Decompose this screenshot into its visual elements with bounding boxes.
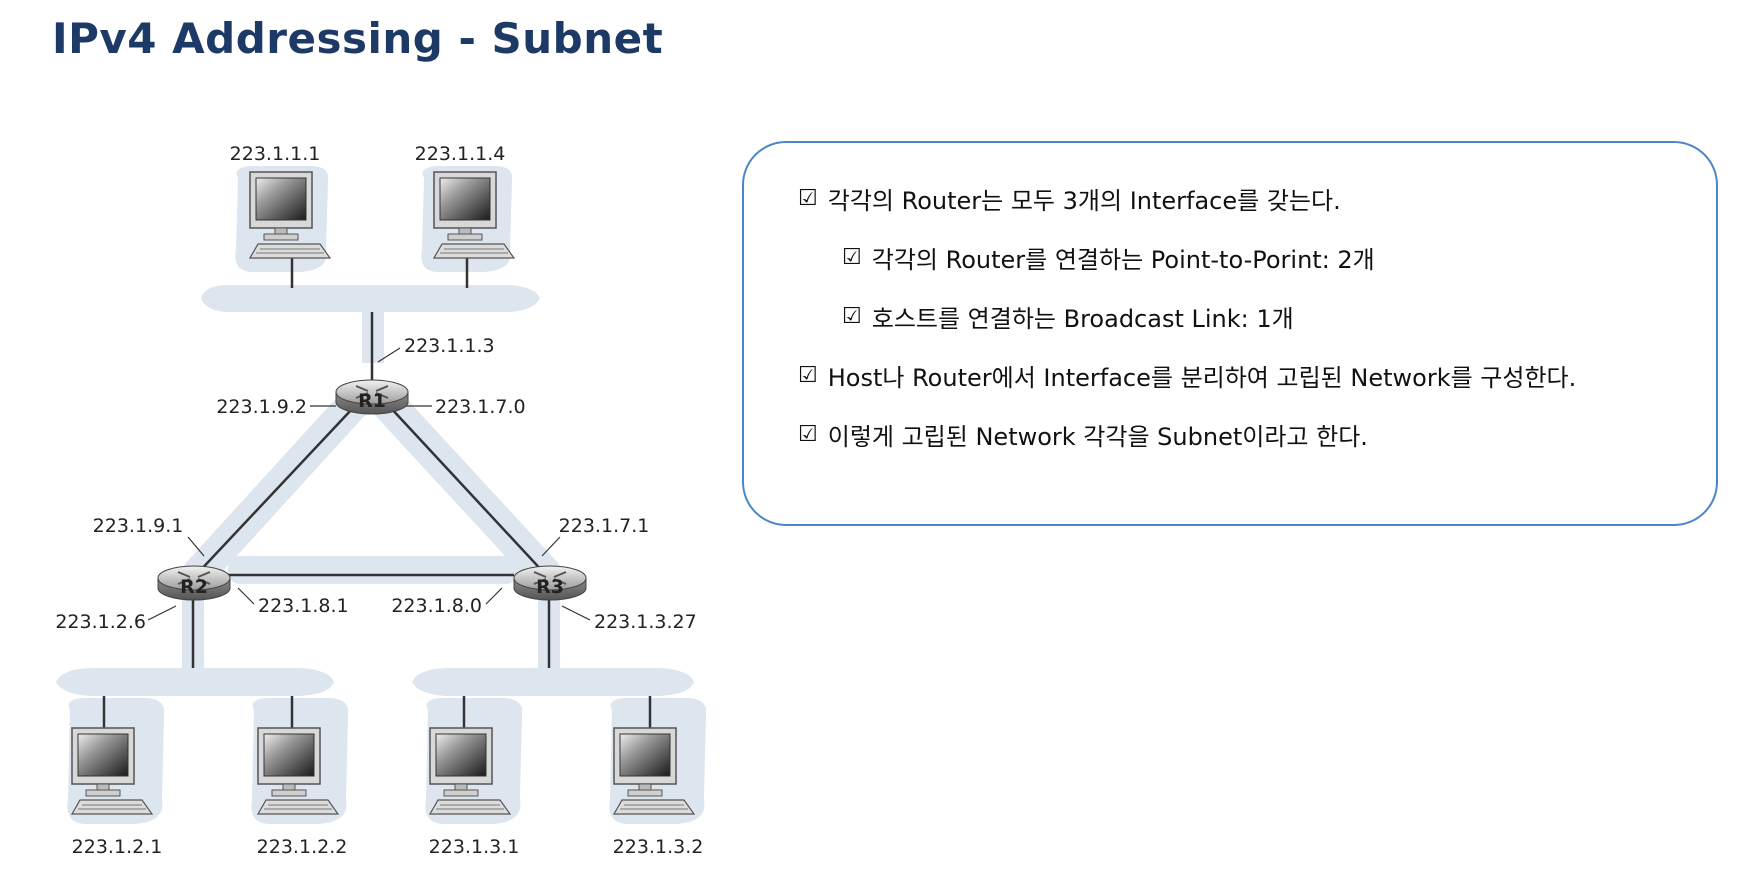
label-leaders (147, 347, 591, 621)
link-r1-r2 (195, 391, 369, 576)
router-r2-label: R2 (180, 576, 208, 598)
host-ip-label: 223.1.1.1 (230, 143, 321, 165)
info-bullet-text: 이렇게 고립된 Network 각각을 Subnet이라고 한다. (827, 422, 1368, 451)
checkbox-checked-icon: ☑ (842, 303, 862, 329)
interface-ip-label: 223.1.7.1 (559, 515, 650, 537)
host-ip-label: 223.1.3.2 (613, 836, 704, 858)
info-bullet-text: 각각의 Router는 모두 3개의 Interface를 갖는다. (827, 186, 1341, 215)
links (102, 258, 652, 728)
router-r1-label: R1 (358, 390, 386, 412)
network-diagram: R1 R2 R3 223.1.1.1 223.1.1.4 223.1.2.1 2… (55, 143, 707, 858)
subnet-blob-r2-r3 (228, 556, 518, 584)
info-bullet: ☑ 호스트를 연결하는 Broadcast Link: 1개 (744, 301, 1716, 333)
interface-ip-label: 223.1.8.0 (391, 595, 482, 617)
host-ip-label: 223.1.3.1 (429, 836, 520, 858)
interface-ip-label: 223.1.3.27 (594, 611, 697, 633)
checkbox-checked-icon: ☑ (842, 244, 862, 270)
info-bullet-text: 각각의 Router를 연결하는 Point-to-Porint: 2개 (871, 245, 1375, 274)
info-bullet: ☑ 이렇게 고립된 Network 각각을 Subnet이라고 한다. (744, 419, 1716, 451)
info-box: ☑ 각각의 Router는 모두 3개의 Interface를 갖는다. ☑ 각… (742, 141, 1718, 526)
host-ip-label: 223.1.2.2 (257, 836, 348, 858)
interface-ip-label: 223.1.1.3 (404, 335, 495, 357)
info-bullet-text: Host나 Router에서 Interface를 분리하여 고립된 Netwo… (827, 363, 1577, 392)
interface-ip-label: 223.1.7.0 (435, 396, 526, 418)
info-bullet-text: 호스트를 연결하는 Broadcast Link: 1개 (871, 304, 1294, 333)
checkbox-checked-icon: ☑ (798, 362, 818, 388)
checkbox-checked-icon: ☑ (798, 185, 818, 211)
info-bullet: ☑ 각각의 Router는 모두 3개의 Interface를 갖는다. (744, 183, 1716, 215)
host-ip-label: 223.1.2.1 (72, 836, 163, 858)
interface-ip-label: 223.1.9.2 (216, 396, 307, 418)
interface-ip-label: 223.1.8.1 (258, 595, 349, 617)
link-r1-r3 (375, 391, 547, 576)
info-bullet: ☑ Host나 Router에서 Interface를 분리하여 고립된 Net… (744, 360, 1716, 392)
interface-ip-label: 223.1.9.1 (93, 515, 184, 537)
host-ip-label: 223.1.1.4 (415, 143, 506, 165)
slide-title: IPv4 Addressing - Subnet (52, 14, 664, 63)
router-r3-label: R3 (536, 576, 564, 598)
interface-ip-label: 223.1.2.6 (55, 611, 146, 633)
checkbox-checked-icon: ☑ (798, 421, 818, 447)
info-bullet: ☑ 각각의 Router를 연결하는 Point-to-Porint: 2개 (744, 242, 1716, 274)
